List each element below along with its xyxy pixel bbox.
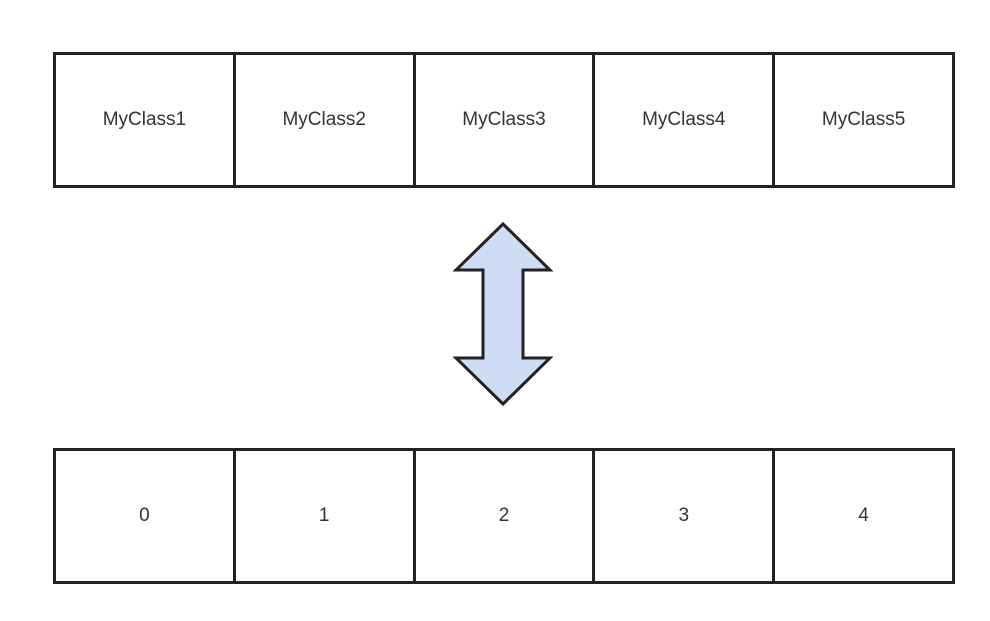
class-cell: MyClass4 bbox=[595, 55, 776, 185]
index-cell: 0 bbox=[56, 451, 236, 581]
class-cell: MyClass5 bbox=[821, 109, 906, 130]
class-cell: MyClass1 bbox=[56, 55, 236, 185]
class-array-row: MyClass1 MyClass2 MyClass3 MyClass4 MyCl… bbox=[53, 52, 955, 188]
index-cell: 1 bbox=[236, 451, 416, 581]
index-cell: 4 bbox=[858, 505, 869, 526]
double-arrow-vertical-icon bbox=[453, 221, 553, 407]
index-cell: 2 bbox=[416, 451, 596, 581]
index-cell: 3 bbox=[595, 451, 776, 581]
index-array-row: 0 1 2 3 4 bbox=[53, 448, 955, 584]
class-cell: MyClass2 bbox=[236, 55, 416, 185]
class-cell: MyClass3 bbox=[416, 55, 596, 185]
